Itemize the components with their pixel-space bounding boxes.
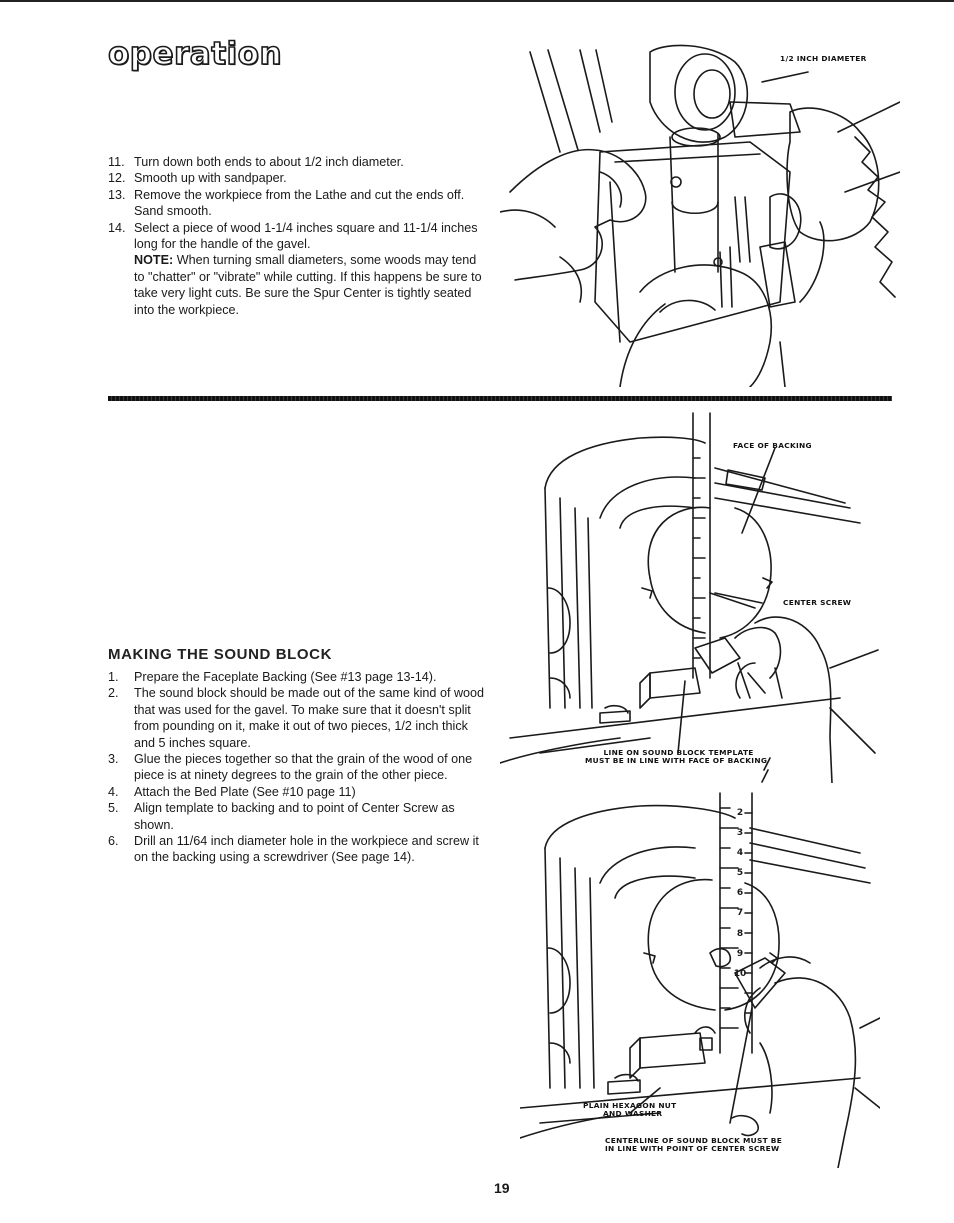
caption-line: PLAIN HEXAGON NUT	[583, 1101, 677, 1110]
step-number: 11.	[108, 155, 125, 169]
list-item: 13. Remove the workpiece from the Lathe a…	[108, 187, 483, 220]
note-paragraph: NOTE: When turning small diameters, some…	[108, 252, 483, 318]
top-rule	[0, 0, 954, 2]
label-center-screw: CENTER SCREW	[783, 598, 852, 607]
step-number: 12.	[108, 171, 126, 186]
label-line-template: LINE ON SOUND BLOCK TEMPLATE MUST BE IN …	[585, 748, 767, 766]
ruler-number-column: 2 3 4 5 6 7 8 9 10	[732, 803, 748, 984]
ruler-number: 10	[733, 968, 747, 979]
list-item: 3. Glue the pieces together so that the g…	[108, 751, 486, 784]
caption-line: AND WASHER	[603, 1109, 663, 1119]
label-half-inch-diameter: 1/2 INCH DIAMETER	[780, 54, 867, 63]
step-text: Attach the Bed Plate (See #10 page 11)	[134, 784, 356, 799]
step-number: 5.	[108, 801, 119, 816]
caption-line: MUST BE IN LINE WITH FACE OF BACKING	[585, 756, 768, 766]
list-item: 11. Turn down both ends to about 1/2 inch…	[108, 154, 483, 170]
step-text: Smooth up with sandpaper.	[134, 171, 287, 186]
step-number: 4.	[108, 784, 119, 799]
ruler-number: 6	[736, 888, 744, 899]
section-heading: MAKING THE SOUND BLOCK	[108, 646, 333, 663]
ruler-number: 4	[736, 848, 744, 859]
list-item: 1. Prepare the Faceplate Backing (See #13…	[108, 669, 486, 685]
note-label: NOTE:	[134, 253, 174, 268]
step-number: 13.	[108, 187, 126, 202]
page-title: operation	[107, 35, 283, 73]
step-text: Glue the pieces together so that the gra…	[134, 752, 473, 783]
note-text: When turning small diameters, some woods…	[134, 253, 482, 317]
ruler-number: 5	[736, 868, 744, 879]
step-number: 2.	[108, 686, 119, 701]
list-item: 12. Smooth up with sandpaper.	[108, 170, 483, 186]
step-text: The sound block should be made out of th…	[134, 686, 485, 750]
ruler-number: 8	[736, 928, 744, 939]
label-hexagon-nut: PLAIN HEXAGON NUT AND WASHER	[583, 1101, 677, 1119]
caption-line: CENTERLINE OF SOUND BLOCK MUST BE	[605, 1136, 783, 1145]
step-text: Drill an 11/64 inch diameter hole in the…	[134, 834, 479, 865]
ruler-number: 3	[736, 828, 744, 839]
list-item: 5. Align template to backing and to point…	[108, 800, 486, 833]
template-alignment-illustration	[500, 412, 879, 783]
section-divider	[108, 396, 892, 401]
sound-block-steps-list: 1. Prepare the Faceplate Backing (See #13…	[108, 669, 486, 866]
step-number: 3.	[108, 752, 119, 767]
step-text: Prepare the Faceplate Backing (See #13 p…	[134, 670, 437, 684]
list-item: 2. The sound block should be made out of …	[108, 685, 486, 751]
list-item: 6. Drill an 11/64 inch diameter hole in t…	[108, 833, 486, 866]
page-number: 19	[494, 1180, 510, 1196]
ruler-number: 7	[736, 908, 744, 919]
ruler-number: 2	[736, 808, 744, 818]
step-text: Turn down both ends to about 1/2 inch di…	[134, 155, 404, 169]
caption-line: LINE ON SOUND BLOCK TEMPLATE	[603, 748, 754, 757]
label-centerline: CENTERLINE OF SOUND BLOCK MUST BE IN LIN…	[605, 1136, 783, 1154]
list-item: 4. Attach the Bed Plate (See #10 page 11)	[108, 784, 486, 800]
top-steps-list: 11. Turn down both ends to about 1/2 inch…	[108, 154, 483, 318]
centerline-measure-illustration	[520, 792, 880, 1168]
ruler-number: 9	[736, 948, 744, 959]
step-number: 1.	[108, 670, 119, 684]
list-item: 14. Select a piece of wood 1-1/4 inches s…	[108, 220, 483, 253]
caption-line: IN LINE WITH POINT OF CENTER SCREW	[605, 1144, 780, 1154]
step-number: 14.	[108, 220, 126, 235]
step-number: 6.	[108, 834, 119, 849]
lathe-turning-illustration	[500, 44, 900, 387]
label-face-of-backing: FACE OF BACKING	[733, 441, 812, 450]
step-text: Align template to backing and to point o…	[134, 801, 455, 832]
step-text: Select a piece of wood 1-1/4 inches squa…	[134, 220, 478, 252]
step-text: Remove the workpiece from the Lathe and …	[134, 187, 465, 219]
